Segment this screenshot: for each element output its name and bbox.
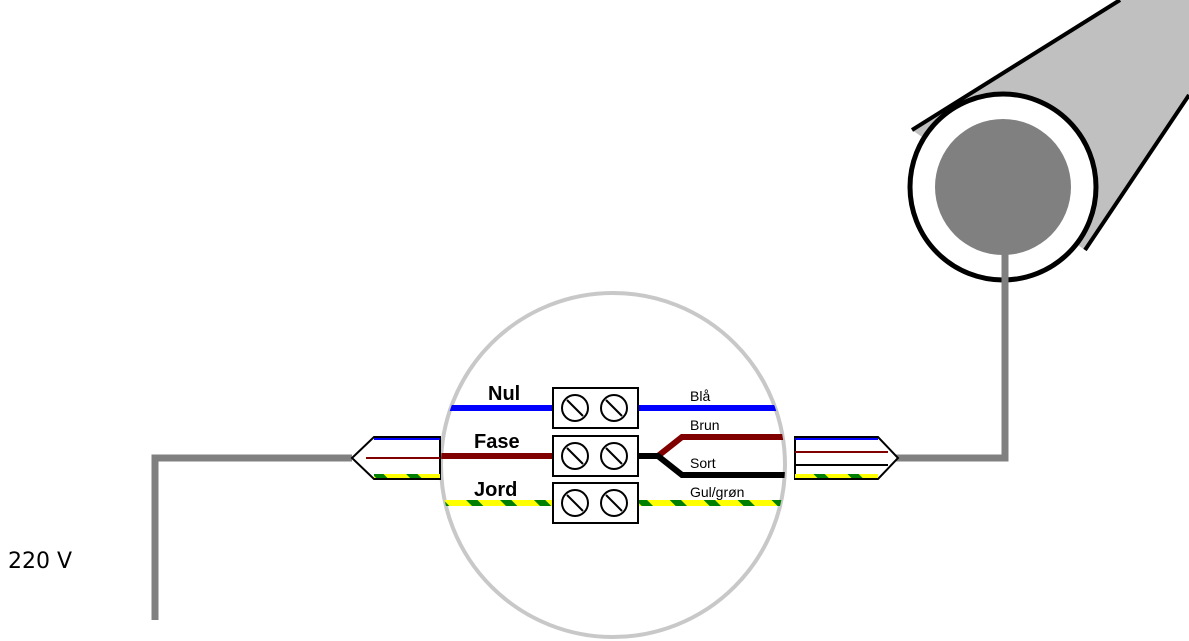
label-brun: Brun [690, 417, 720, 433]
supply-cable [151, 454, 352, 620]
label-gul-groen: Gul/grøn [690, 484, 744, 500]
label-nul: Nul [488, 383, 520, 405]
terminal-jord [552, 482, 639, 524]
pipe [907, 0, 1189, 283]
terminal-nul [552, 387, 639, 429]
voltage-label: 220 V [8, 549, 72, 574]
label-fase: Fase [474, 431, 520, 453]
terminal-fase [552, 435, 639, 477]
pipe-cable [895, 248, 1009, 462]
right-cable-sheath [794, 436, 900, 480]
label-sort: Sort [690, 455, 716, 471]
label-blaa: Blå [690, 388, 710, 404]
left-cable-sheath [350, 436, 441, 480]
black-wire [638, 453, 785, 478]
label-jord: Jord [474, 479, 517, 501]
